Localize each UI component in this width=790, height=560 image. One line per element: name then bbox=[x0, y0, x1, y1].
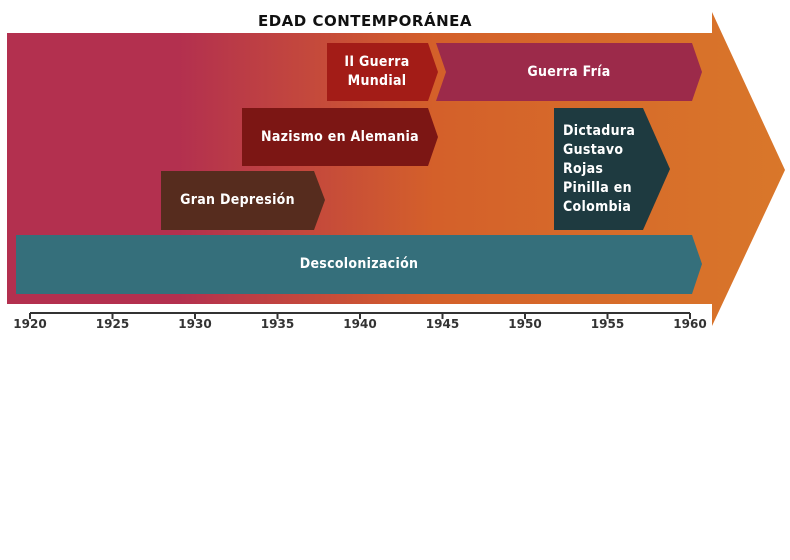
axis-label-1940: 1940 bbox=[343, 317, 377, 331]
event-label-ww2: II Guerra Mundial bbox=[344, 54, 410, 89]
event-bar-depression bbox=[161, 171, 325, 230]
axis-label-1950: 1950 bbox=[508, 317, 542, 331]
event-bar-ww2 bbox=[327, 43, 438, 101]
event-bar-dictatorship bbox=[554, 108, 670, 230]
event-label-dictatorship: Dictadura Gustavo Rojas Pinilla en Colom… bbox=[563, 122, 636, 215]
era-title: EDAD CONTEMPORÁNEA bbox=[257, 12, 472, 30]
event-label-depression: Gran Depresión bbox=[180, 192, 295, 208]
axis-label-1955: 1955 bbox=[590, 317, 625, 331]
event-bar-decolonization bbox=[16, 235, 702, 294]
axis-label-1920: 1920 bbox=[13, 317, 47, 331]
event-label-nazism: Nazismo en Alemania bbox=[261, 128, 419, 145]
axis-label-1945: 1945 bbox=[425, 317, 460, 331]
axis-label-1935: 1935 bbox=[260, 317, 295, 331]
time-axis bbox=[29, 312, 691, 319]
axis-label-1960: 1960 bbox=[673, 317, 707, 331]
event-bar-cold-war bbox=[436, 43, 702, 101]
axis-label-1925: 1925 bbox=[95, 317, 130, 331]
event-bar-nazism bbox=[242, 108, 438, 166]
event-label-cold-war: Guerra Fría bbox=[527, 63, 611, 80]
axis-label-1930: 1930 bbox=[178, 317, 212, 331]
event-label-decolonization: Descolonización bbox=[299, 256, 419, 272]
